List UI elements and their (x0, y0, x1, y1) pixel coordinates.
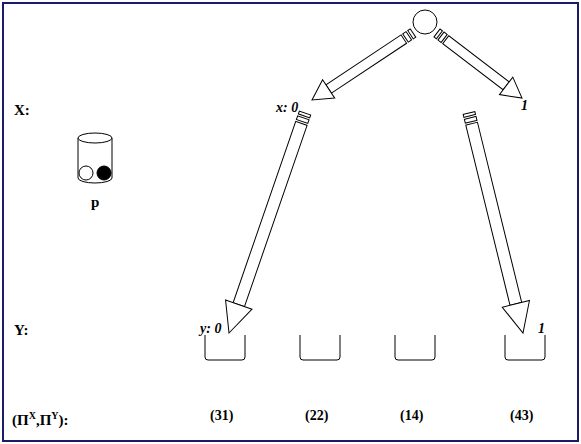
payoff-label-part: Y (51, 410, 58, 421)
diagram-label: (22) (305, 409, 328, 423)
diagram-label: (43) (510, 409, 533, 423)
urn-symbol (78, 133, 112, 183)
diagram-label: x: 0 (276, 101, 298, 115)
diagram-label: 1 (538, 322, 545, 336)
diagram-label: (14) (400, 409, 423, 423)
frame-border (3, 3, 578, 441)
block-arrow (430, 24, 528, 106)
bucket-symbol (205, 335, 245, 360)
bucket-symbol (505, 335, 545, 360)
block-arrow (306, 24, 419, 109)
payoff-label-part: X (29, 410, 36, 421)
diagram-label: 1 (521, 99, 528, 113)
block-arrow (216, 108, 318, 337)
bucket-group (205, 335, 545, 360)
payoff-label-part: (Π (12, 412, 29, 428)
diagram-label: Y: (14, 323, 28, 338)
block-arrow (455, 110, 536, 337)
payoff-label-part: ): (59, 412, 69, 428)
bucket-symbol (300, 335, 340, 360)
diagram-label: (31) (210, 409, 233, 423)
arrow-group (216, 24, 537, 338)
diagram-label: X: (14, 103, 30, 118)
bucket-symbol (395, 335, 435, 360)
diagram-label: y: 0 (200, 322, 221, 336)
payoff-label-part: ,Π (36, 412, 51, 428)
root-circle (413, 10, 437, 34)
diagram-label: p (91, 195, 99, 210)
payoff-axis-label: (ΠX,ΠY): (12, 411, 69, 428)
